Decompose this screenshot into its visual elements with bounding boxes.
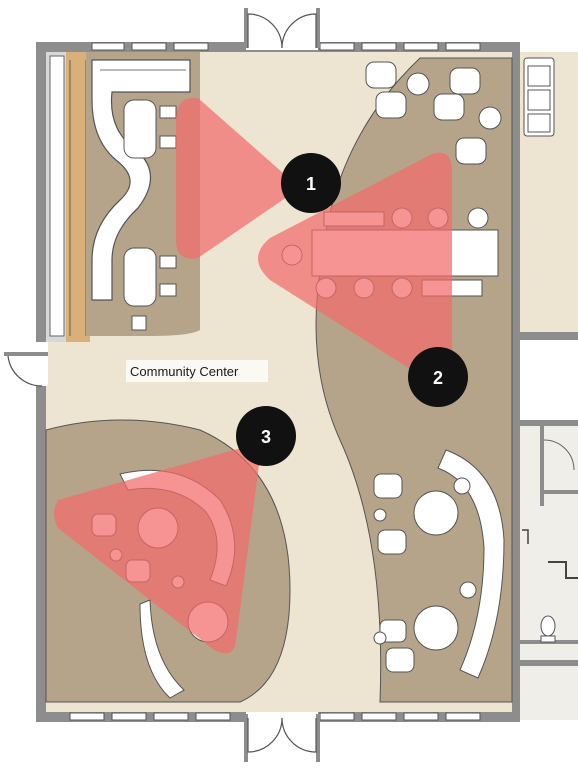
adjacent-room-sofa xyxy=(523,57,555,137)
lower-lounge-furniture xyxy=(373,449,505,679)
view-marker-1-label: 1 xyxy=(306,174,316,194)
top-entrance-door xyxy=(244,8,320,50)
room-label: Community Center xyxy=(130,364,239,379)
view-marker-1[interactable]: 1 xyxy=(281,153,341,213)
upper-lounge-chairs xyxy=(365,61,502,165)
top-windows xyxy=(91,42,481,51)
toilet-icon xyxy=(540,615,556,643)
view-cone-2 xyxy=(258,152,452,370)
room-label-group: Community Center xyxy=(126,360,268,382)
alcove-tables xyxy=(123,99,177,331)
bottom-windows xyxy=(69,712,481,721)
curved-sofa-right xyxy=(437,449,505,679)
right-interior-wall xyxy=(512,52,520,342)
bottom-entrance-door xyxy=(244,712,320,762)
left-alcove xyxy=(46,52,200,342)
left-side-door xyxy=(4,342,48,387)
view-marker-3-label: 3 xyxy=(261,427,271,447)
view-cone-3 xyxy=(54,442,262,654)
view-marker-2-label: 2 xyxy=(433,368,443,388)
view-marker-2[interactable]: 2 xyxy=(408,347,468,407)
view-cone-1 xyxy=(176,97,300,259)
view-cones xyxy=(54,97,452,654)
view-marker-3[interactable]: 3 xyxy=(236,406,296,466)
